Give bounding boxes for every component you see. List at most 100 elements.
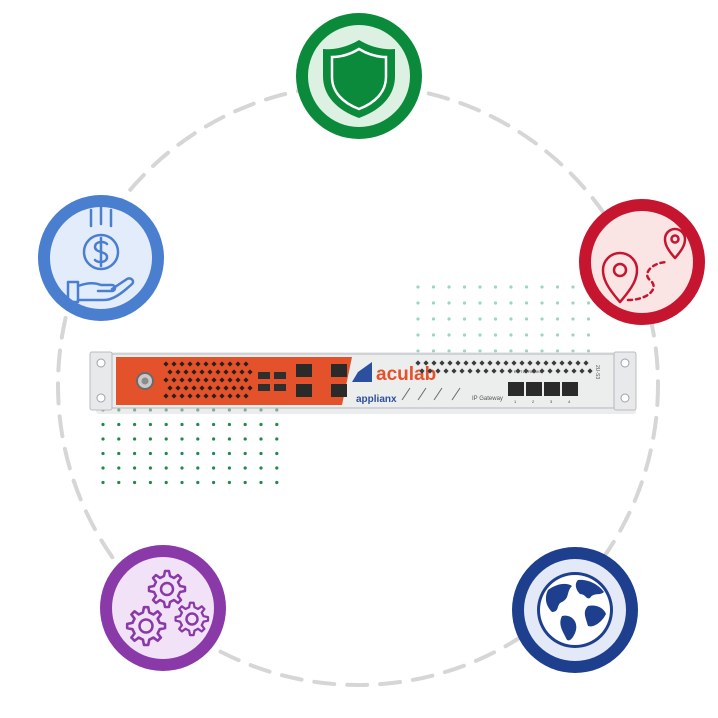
trunk-port-label: 1 xyxy=(514,399,517,404)
brand-name: aculab xyxy=(376,364,436,385)
grid-dot xyxy=(462,349,467,353)
vent-hole xyxy=(163,393,169,399)
vent-hole xyxy=(227,377,233,383)
grid-dot xyxy=(117,437,121,441)
vent-hole xyxy=(479,360,485,366)
grid-dot xyxy=(101,466,105,470)
grid-dot xyxy=(148,466,152,470)
orange-panel xyxy=(116,357,352,405)
grid-dot xyxy=(133,466,137,470)
globe-icon xyxy=(537,572,613,648)
vent-hole xyxy=(519,360,525,366)
grid-dot xyxy=(164,422,168,427)
grid-dot xyxy=(259,437,263,441)
grid-dot xyxy=(101,422,105,427)
vent-hole xyxy=(235,377,241,383)
vent-hole xyxy=(483,368,489,374)
vent-hole xyxy=(231,385,237,391)
gateway-device: aculab applianx IP Gateway E1/T1 TRUNKS … xyxy=(89,351,637,414)
vent-hole xyxy=(175,385,181,391)
vent-hole xyxy=(459,368,465,374)
vent-hole xyxy=(235,393,241,399)
vent-hole xyxy=(455,360,461,366)
grid-dot xyxy=(447,349,451,353)
vent-hole xyxy=(435,368,441,374)
grid-dot xyxy=(571,317,575,321)
vent-hole xyxy=(207,369,213,375)
vent-hole xyxy=(243,361,249,367)
vent-hole xyxy=(247,385,253,391)
model-label: IP Gateway xyxy=(472,396,503,402)
dot-grid-dark xyxy=(101,408,279,485)
vent-hole xyxy=(175,369,181,375)
grid-dot xyxy=(540,317,544,321)
grid-dot xyxy=(524,317,529,321)
vent-hole xyxy=(211,393,217,399)
vent-hole xyxy=(171,377,177,383)
grid-dot xyxy=(586,317,591,321)
grid-dot xyxy=(478,285,482,289)
vent-hole xyxy=(235,361,241,367)
grid-dot xyxy=(586,349,591,353)
grid-dot xyxy=(540,285,544,289)
grid-dot xyxy=(555,285,560,289)
vent-hole xyxy=(219,377,225,383)
vent-hole xyxy=(583,360,589,366)
vent-hole xyxy=(187,361,193,367)
vent-hole xyxy=(547,368,553,374)
grid-dot xyxy=(478,333,482,337)
grid-dot xyxy=(227,437,231,441)
grid-dot xyxy=(275,480,279,485)
vent-hole xyxy=(587,368,593,374)
vent-hole xyxy=(187,377,193,383)
grid-dot xyxy=(416,285,420,289)
vent-hole xyxy=(215,369,221,375)
grid-dot xyxy=(431,285,436,289)
feature-location xyxy=(579,199,705,325)
vent-hole xyxy=(507,368,513,374)
trunk-ports xyxy=(508,382,578,396)
grid-dot xyxy=(212,480,216,485)
vent-hole xyxy=(563,368,569,374)
grid-dot xyxy=(133,480,137,485)
grid-dot xyxy=(101,480,105,485)
grid-dot xyxy=(509,301,513,305)
vent-hole xyxy=(179,377,185,383)
grid-dot xyxy=(275,422,279,427)
gears-icon xyxy=(125,569,210,647)
vent-hole xyxy=(415,360,421,366)
grid-dot xyxy=(133,437,137,441)
grid-dot xyxy=(212,437,216,441)
vent-hole xyxy=(239,369,245,375)
grid-dot xyxy=(196,422,200,427)
vent-hole xyxy=(463,360,469,366)
dashed-ring xyxy=(56,83,660,687)
grid-dot xyxy=(524,333,529,337)
rack-ear-left xyxy=(89,351,113,411)
vent-hole xyxy=(163,377,169,383)
port-header-label: E1/T1 TRUNKS xyxy=(514,369,542,374)
trunk-port-label: 3 xyxy=(550,399,553,404)
vent-hole xyxy=(543,360,549,366)
vent-hole xyxy=(179,361,185,367)
grid-dot xyxy=(540,349,544,353)
grid-dot xyxy=(447,301,451,305)
vent-hole xyxy=(431,360,437,366)
grid-dot xyxy=(478,349,482,353)
grid-dot xyxy=(493,285,498,289)
vent-hole xyxy=(539,368,545,374)
vent-hole xyxy=(499,368,505,374)
vent-hole xyxy=(167,385,173,391)
grid-dot xyxy=(571,301,575,305)
grid-dot xyxy=(571,285,575,289)
vent-hole xyxy=(491,368,497,374)
grid-dot xyxy=(259,422,263,427)
grid-dot xyxy=(493,333,498,337)
vent-hole xyxy=(183,369,189,375)
vent-hole xyxy=(531,368,537,374)
vent-hole xyxy=(471,360,477,366)
vent-hole xyxy=(227,393,233,399)
vent-hole xyxy=(207,385,213,391)
vent-hole xyxy=(171,361,177,367)
